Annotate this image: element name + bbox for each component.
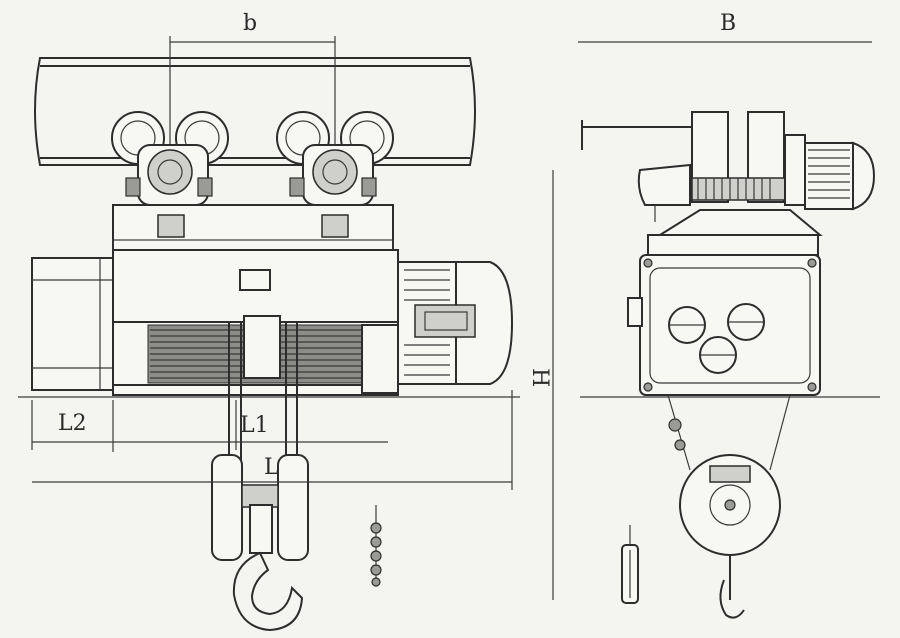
trolley-frame — [112, 204, 394, 251]
hook-block-side — [667, 394, 791, 619]
dimension-L1: L1 — [113, 400, 388, 450]
hoist-motor — [397, 261, 514, 385]
trolley-side — [637, 111, 876, 222]
dimension-label-H: H — [527, 368, 552, 387]
dimension-label-b: b — [243, 11, 257, 36]
trolley-wheel-left — [111, 111, 229, 206]
rope-drum-housing — [112, 249, 399, 396]
dimension-label-L1: L1 — [240, 413, 269, 438]
housing-cap-side — [647, 234, 819, 256]
pendant-control-side — [621, 525, 639, 604]
dimension-label-L: L — [264, 455, 279, 480]
i-beam-track — [34, 57, 476, 166]
side-view: B — [578, 11, 880, 619]
dimension-L2: L2 — [31, 400, 114, 452]
front-view: b — [18, 11, 554, 632]
dimension-B: B — [578, 11, 872, 43]
dimension-L: L — [32, 390, 513, 490]
housing-top-side — [656, 209, 823, 236]
dimension-H: H — [527, 170, 554, 600]
pendant-control-front — [370, 505, 382, 587]
beam-flange-side — [581, 120, 700, 150]
dimension-label-B: B — [720, 11, 736, 36]
dimension-b: b — [169, 11, 336, 230]
hook-block — [211, 322, 309, 632]
main-housing-side — [627, 254, 821, 396]
trolley-wheel-right — [276, 111, 394, 206]
gearbox — [31, 257, 115, 391]
dimension-label-L2: L2 — [58, 411, 87, 436]
